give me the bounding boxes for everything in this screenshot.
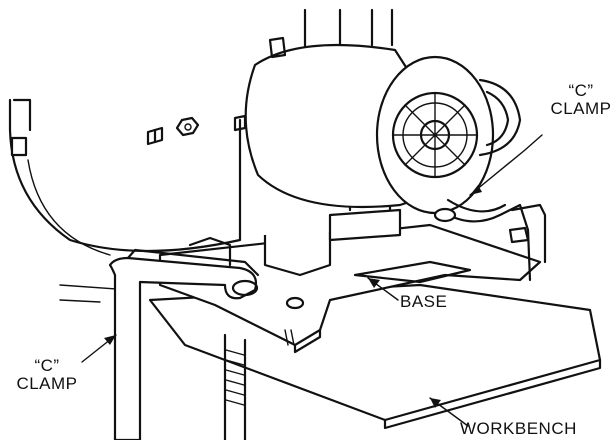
c-clamp-right <box>433 198 547 282</box>
label-c-clamp-right-line1: “C” <box>568 81 594 100</box>
label-base: BASE <box>400 292 448 311</box>
label-c-clamp-right: “C” CLAMP <box>548 82 614 118</box>
label-workbench: WORKBENCH <box>460 419 577 438</box>
leader-c-clamp-right <box>469 134 543 196</box>
c-clamp-left <box>108 248 260 442</box>
base-plate <box>158 223 542 354</box>
label-c-clamp-left-line2: CLAMP <box>16 374 78 393</box>
machine-housing <box>8 98 247 256</box>
label-c-clamp-left-line1: “C” <box>34 356 60 375</box>
arrowhead-base <box>368 278 380 288</box>
motor <box>244 8 522 215</box>
label-c-clamp-left: “C” CLAMP <box>12 357 82 393</box>
motor-mount <box>188 191 402 277</box>
label-c-clamp-right-line2: CLAMP <box>550 99 612 118</box>
arrowhead-c-clamp-left <box>104 335 116 345</box>
arrowhead-c-clamp-right <box>470 185 482 195</box>
arrowhead-workbench <box>430 398 441 408</box>
